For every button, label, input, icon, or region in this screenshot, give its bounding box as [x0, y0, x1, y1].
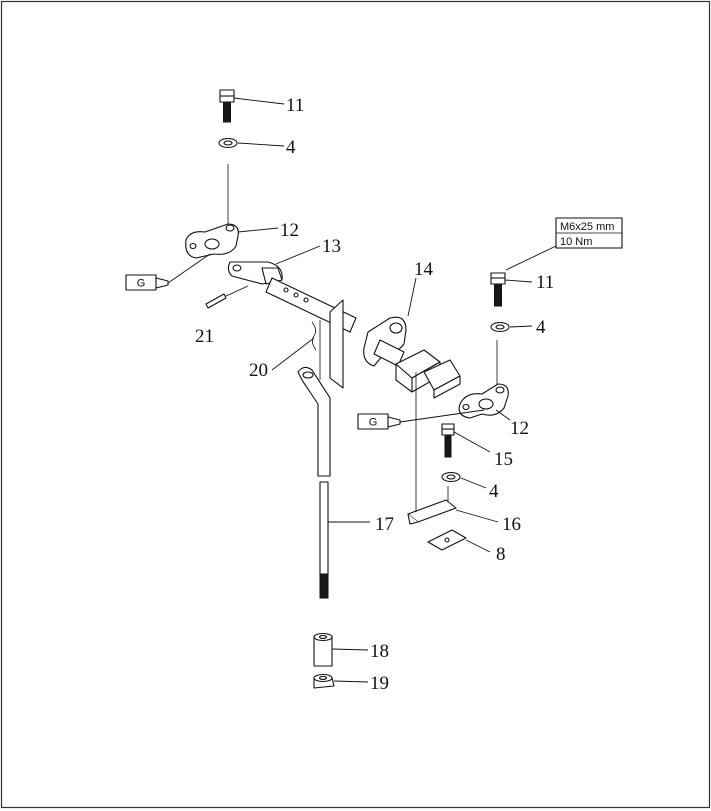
callout-4-top: 4 — [286, 137, 296, 158]
callout-15: 15 — [494, 449, 513, 470]
threaded-rod — [319, 481, 329, 599]
coupling-nut — [313, 632, 333, 667]
callout-12-left: 12 — [280, 220, 299, 241]
bolt-15 — [441, 423, 455, 458]
bolt-right — [490, 272, 506, 307]
stop-plate — [407, 372, 457, 525]
callout-18: 18 — [370, 641, 389, 662]
callout-4-right: 4 — [536, 317, 546, 338]
callout-20: 20 — [249, 360, 268, 381]
callout-14: 14 — [414, 259, 434, 280]
callout-21: 21 — [195, 326, 214, 347]
clamp-collar-left — [185, 223, 239, 259]
spring-clip — [311, 321, 317, 351]
svg-text:10 Nm: 10 Nm — [560, 236, 592, 248]
washer-lower — [441, 471, 461, 483]
callout-17: 17 — [375, 514, 394, 535]
taper-pin — [205, 293, 227, 309]
main-shaft — [265, 277, 461, 399]
callout-16: 16 — [502, 514, 521, 535]
torque-spec-box: M6x25 mm 10 Nm — [555, 217, 623, 249]
shim-plate — [427, 529, 467, 551]
svg-text:G: G — [137, 278, 146, 290]
bolt-top-left — [219, 89, 235, 123]
washer-top-left — [218, 137, 238, 149]
grease-tag-left: G — [125, 253, 211, 291]
callout-19: 19 — [370, 673, 389, 694]
callout-12-right: 12 — [510, 418, 529, 439]
callout-13: 13 — [322, 236, 341, 257]
washer-right — [490, 321, 510, 333]
callout-8: 8 — [496, 544, 506, 565]
svg-text:M6x25 mm: M6x25 mm — [560, 221, 614, 233]
callout-11-right: 11 — [536, 272, 554, 293]
clamp-collar-right — [458, 383, 509, 419]
callout-4-lower: 4 — [489, 481, 499, 502]
grease-tag-right: G — [357, 409, 485, 430]
hex-nut — [313, 673, 335, 689]
link-rod-upper — [297, 366, 331, 477]
svg-text:G: G — [369, 417, 378, 429]
callout-11-top: 11 — [286, 95, 304, 116]
